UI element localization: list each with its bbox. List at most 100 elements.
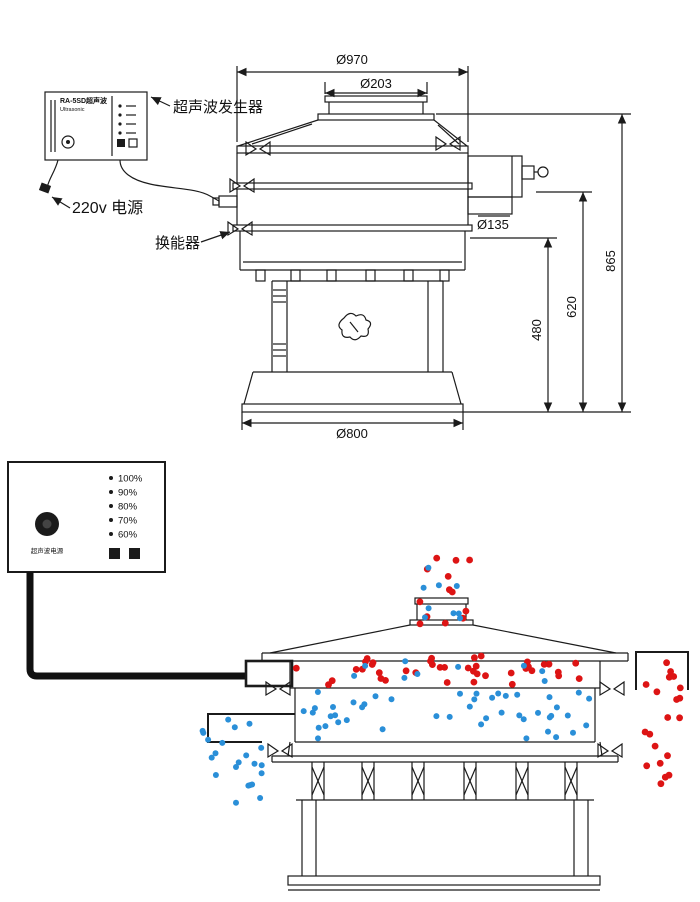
upper-deck-particle-red — [352, 666, 360, 673]
feed-particle-blue — [457, 615, 463, 622]
feed-particle-blue — [450, 610, 457, 617]
upper-deck-particle-red — [377, 675, 385, 682]
left-outlet-particle-blue — [245, 782, 252, 789]
right-outlet-particle-red — [651, 742, 659, 750]
ultrasonic-control-panel: 超声波电源 100% 90% 80% 70% 60% — [7, 461, 166, 573]
lower-deck-particle-blue — [520, 716, 527, 723]
upper-deck-particle-blue — [455, 663, 462, 670]
feed-particle-red — [441, 619, 449, 627]
front-view-drawing: RA-5SD超声波 Ultrasonic — [38, 52, 631, 441]
transducer-cable — [119, 159, 220, 202]
right-outlet-particle-red — [663, 659, 670, 667]
upper-deck-particle-blue — [539, 668, 546, 675]
left-outlet-particle-blue — [233, 764, 239, 770]
support-leg — [515, 761, 529, 801]
right-outlet-particle-red — [641, 728, 649, 736]
support-leg — [411, 761, 425, 801]
lower-deck-particle-blue — [309, 709, 316, 716]
left-outlet-particle-blue — [208, 754, 215, 761]
fine-outlet — [207, 713, 295, 743]
upper-deck-particle-red — [575, 675, 583, 682]
right-outlet-particle-red — [676, 694, 684, 702]
lower-deck-particle-blue — [315, 724, 322, 731]
working-principle-schematic: 超声波电源 100% 90% 80% 70% 60% — [7, 461, 689, 891]
left-outlet-particle-blue — [225, 716, 232, 723]
left-outlet-particle-blue — [200, 729, 207, 736]
upper-deck-particle-red — [292, 664, 300, 672]
lower-deck-particle-blue — [516, 712, 523, 719]
feed-particle-red — [416, 620, 424, 628]
left-outlet-particle-blue — [233, 799, 239, 806]
upper-deck-particle-red — [369, 659, 377, 666]
support-leg — [463, 761, 477, 801]
lower-deck-particle-blue — [553, 704, 560, 711]
lower-deck-particle-blue — [361, 701, 368, 708]
level-label: 100% — [118, 474, 143, 485]
upper-deck-particle-blue — [402, 658, 409, 665]
lower-deck-particle-blue — [478, 721, 485, 728]
upper-deck-particle-red — [555, 672, 563, 680]
level-label: 90% — [118, 488, 138, 499]
feed-particle-red — [462, 607, 470, 615]
feed-particle-red — [444, 573, 452, 580]
lower-deck-particle-blue — [471, 696, 478, 703]
feed-particle-red — [466, 556, 473, 564]
upper-deck-particle-red — [508, 680, 516, 688]
generator-leader-line — [150, 96, 171, 107]
side-outlet — [467, 196, 513, 215]
left-outlet-particle-blue — [235, 759, 242, 766]
lower-deck-particle-blue — [388, 696, 395, 703]
right-outlet-particle-red — [676, 714, 683, 722]
lower-deck-particle-blue — [473, 690, 480, 697]
ultrasonic-generator-box: RA-5SD超声波 Ultrasonic — [44, 91, 148, 161]
feed-particle-blue — [455, 610, 462, 617]
upper-deck-particle-red — [375, 669, 383, 677]
dim-total-height: 865 — [603, 250, 618, 272]
upper-deck-particle-red — [572, 659, 580, 667]
upper-deck-particle-red — [402, 667, 410, 675]
left-outlet-particle-blue — [258, 770, 265, 777]
left-outlet-particle-blue — [243, 752, 250, 759]
lower-deck-particle-blue — [300, 708, 307, 715]
right-outlet-particle-red — [667, 668, 674, 675]
upper-deck-particle-blue — [414, 671, 421, 677]
power-plug-icon — [38, 182, 52, 194]
right-outlet-particle-red — [661, 773, 669, 781]
upper-deck-particle-red — [464, 664, 472, 672]
panel-power-text: 超声波电源 — [31, 546, 64, 555]
upper-deck-particle-red — [443, 679, 451, 686]
lower-deck-particle-blue — [335, 719, 342, 726]
lower-deck-particle-blue — [372, 693, 379, 700]
left-outlet-particle-blue — [258, 762, 265, 769]
lower-deck-particle-blue — [535, 709, 541, 716]
generator-box-subtitle: Ultrasonic — [60, 107, 85, 113]
dim-base-diameter: Ø800 — [336, 426, 368, 441]
left-outlet-particle-blue — [212, 750, 219, 757]
transducer-label: 换能器 — [155, 235, 200, 252]
support-leg — [311, 761, 325, 801]
panel-level-indicators: 100% 90% 80% 70% 60% — [109, 474, 143, 541]
power-label: 220v 电源 — [72, 199, 143, 217]
upper-deck-particle-blue — [541, 678, 548, 684]
feed-particle-blue — [435, 582, 442, 589]
lower-deck-particle-blue — [457, 690, 463, 697]
lower-deck-particle-blue — [523, 735, 530, 742]
upper-deck-particle-blue — [401, 674, 408, 681]
upper-deck-particle-red — [427, 657, 434, 665]
dim-outlet-diameter: Ø135 — [477, 217, 509, 232]
right-outlet-particle-red — [670, 673, 678, 680]
feed-particle-red — [452, 556, 460, 564]
lower-deck-particle-blue — [483, 715, 490, 722]
panel-cable — [26, 572, 246, 680]
left-outlet-particle-blue — [205, 736, 212, 743]
lower-deck-particle-blue — [495, 690, 502, 697]
feed-particle-blue — [420, 584, 427, 591]
left-outlet-particle-blue — [219, 739, 226, 746]
right-outlet-particle-red — [656, 759, 664, 767]
lower-deck-particle-blue — [564, 712, 571, 719]
right-outlet-particle-red — [664, 752, 671, 760]
lower-deck-particle-blue — [498, 709, 505, 716]
left-outlet-particle-blue — [258, 744, 265, 751]
upper-deck-particle-red — [470, 678, 478, 686]
